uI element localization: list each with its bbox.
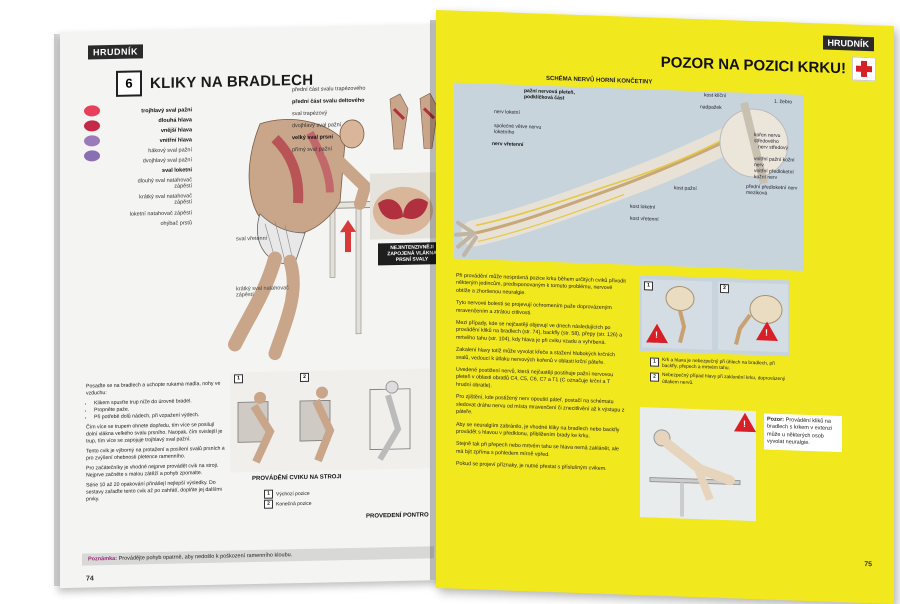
legend-row: 1 Výchozí pozice: [264, 489, 310, 499]
nerve-label: přední předloketní nerv meziková: [746, 183, 798, 197]
body-paragraph: Tyto nervové bolesti se projevují ochrom…: [456, 299, 612, 316]
red-cross-icon: [852, 56, 876, 82]
body-paragraph: Pokud se projeví příznaky, je nutné přes…: [456, 460, 607, 473]
body-paragraph: Mezi případy, kde se nejčastěji objevují…: [456, 319, 623, 346]
body-paragraph: Pro zjištění, kde postižený nerv opouští…: [456, 393, 625, 416]
step-badge: 1: [264, 489, 273, 499]
body-paragraph: Tento cvik je výborný na protažení a pos…: [86, 445, 225, 462]
arm-illustration: [454, 101, 789, 257]
machine-panel: 1 2 PROVÁDĚNÍ CVIKU NA STROJI 1 Výchozí …: [230, 368, 430, 532]
machine-figures: [230, 368, 430, 473]
warning-triangle-icon: [646, 323, 668, 344]
body-paragraph: Série 10 až 20 opakování přinášejí nejle…: [86, 479, 222, 503]
left-body-text: Posaďte se na bradlech a uchopte rukama …: [86, 381, 226, 507]
nerve-label: kost pažní: [674, 185, 697, 193]
legend-text: Konečná pozice: [276, 500, 312, 508]
note-text: Provádějte pohyb opatrně, aby nedošlo k …: [118, 552, 293, 562]
body-paragraph: Čím více se trupem ohnete dopředu, tím v…: [86, 421, 223, 445]
page-number-right: 75: [864, 560, 872, 569]
muscle-color-dots: [84, 105, 100, 165]
legend-text: Výchozí pozice: [276, 490, 310, 498]
variant-title: PROVEDENÍ PONTRO: [366, 512, 429, 520]
nerve-label: nerv středový: [758, 144, 789, 152]
figure-annotations: sval vřetenní krátký sval natahovač zápě…: [236, 235, 306, 343]
nerve-label: vnitřní předloketní kožní nerv: [754, 168, 794, 181]
instruction-bullets: Klikem spusťte trup níže do úrovně brade…: [86, 398, 226, 422]
nerve-diagram-title: SCHÉMA NERVŮ HORNÍ KONČETINY: [546, 75, 653, 86]
left-section-header: HRUDNÍK: [88, 44, 143, 60]
body-paragraph: Uvedené postižení nervů, která nejčastěj…: [456, 366, 614, 389]
bullet-item: Při potřebě dolů nádech, při vzpažení vý…: [94, 412, 226, 422]
body-paragraph: Při provádění může nesprávná pozice krku…: [456, 272, 626, 296]
step-badge: 1: [650, 357, 659, 367]
step-badge: 1: [234, 374, 243, 384]
nerve-label: pažní nervová pleteň, podklíčková část: [524, 88, 575, 101]
warning-triangle-icon: [734, 412, 756, 433]
body-paragraph: Zakalení hlavy totiž může vyvolat křeče …: [456, 346, 615, 366]
note-label: Poznámka:: [88, 555, 118, 563]
dips-main-figure: [228, 119, 391, 361]
nerve-label: nerv vřetenní: [492, 140, 524, 149]
chest-muscle-figure: [370, 172, 436, 240]
annotation-label: krátký sval natahovač zápěstí: [236, 285, 289, 299]
right-body-text: Při provádění může nesprávná pozice krku…: [456, 273, 626, 479]
page-number-left: 74: [86, 575, 94, 583]
nerve-label: nerv loketní: [494, 109, 520, 116]
body-paragraph: Pro začátečníky je vhodné nejprve provád…: [86, 462, 219, 479]
warning-title: POZOR NA POZICI KRKU!: [660, 53, 846, 78]
side-note: Pozor: Provádění kliků na bradlech s krk…: [764, 413, 842, 452]
step-badge: 2: [650, 372, 659, 383]
muscle-color-dot: [84, 105, 100, 117]
right-page: HRUDNÍK POZOR NA POZICI KRKU! SCHÉMA NER…: [436, 10, 894, 604]
side-note-label: Pozor:: [767, 416, 785, 424]
nerve-label: kost klíční: [704, 92, 727, 100]
body-intro: Posaďte se na bradlech a uchopte rukama …: [86, 380, 221, 397]
exercise-title: KLIKY NA BRADLECH: [150, 71, 314, 92]
step-badge: 2: [300, 372, 309, 383]
nerve-label: společné větve nervu loketního: [494, 123, 542, 136]
step-badge: 2: [720, 283, 729, 294]
neck-captions: 1 Krk a hlava je nebezpečný při úhlech n…: [650, 357, 790, 393]
body-paragraph: Stejně tak při přepech nebo mrtvém tahu …: [456, 441, 619, 458]
neck-position-panel: 1 2: [640, 275, 790, 357]
body-paragraph: Aby se neuralgiím zabránilo, je vhodné k…: [456, 421, 620, 440]
step-badge: 1: [644, 281, 653, 291]
anatomy-small-figures: [389, 92, 439, 150]
legend-row: 2 Konečná pozice: [264, 499, 312, 509]
caption-text: Nebezpečný případ hlavy při zaklonění kr…: [662, 373, 786, 386]
dips-warning-figure: [640, 407, 756, 522]
nerve-label: kost vřetenní: [630, 215, 659, 223]
nerve-label: 1. žebro: [774, 98, 793, 106]
note-bar: Poznámka: Provádějte pohyb opatrně, aby …: [82, 546, 434, 566]
caption-text: Krk a hlava je nebezpečný při úhlech na …: [662, 357, 775, 372]
step-badge: 2: [264, 499, 273, 509]
muscle-color-dot: [84, 120, 100, 132]
left-page: HRUDNÍK 6 KLIKY NA BRADLECH trojhlavý sv…: [60, 23, 448, 589]
warning-triangle-icon: [756, 321, 778, 341]
nerve-label: kost loketní: [630, 203, 656, 211]
exercise-number: 6: [116, 70, 142, 97]
muscle-color-dot: [84, 150, 100, 162]
annotation-label: sval vřetenní: [236, 235, 268, 243]
muscle-color-dot: [84, 135, 100, 147]
right-section-header: HRUDNÍK: [822, 35, 874, 52]
arm-nerve-diagram: pažní nervová pleteň, podklíčková část na…: [454, 82, 804, 271]
neck-illustrations: [642, 279, 788, 353]
nerve-label: nadpažek: [700, 104, 722, 111]
dips-sketch: [649, 429, 741, 517]
machine-title: PROVÁDĚNÍ CVIKU NA STROJI: [252, 474, 342, 483]
left-page-edge: [54, 34, 62, 586]
caption-row: 2 Nebezpečný případ hlavy při zaklonění …: [650, 372, 790, 390]
